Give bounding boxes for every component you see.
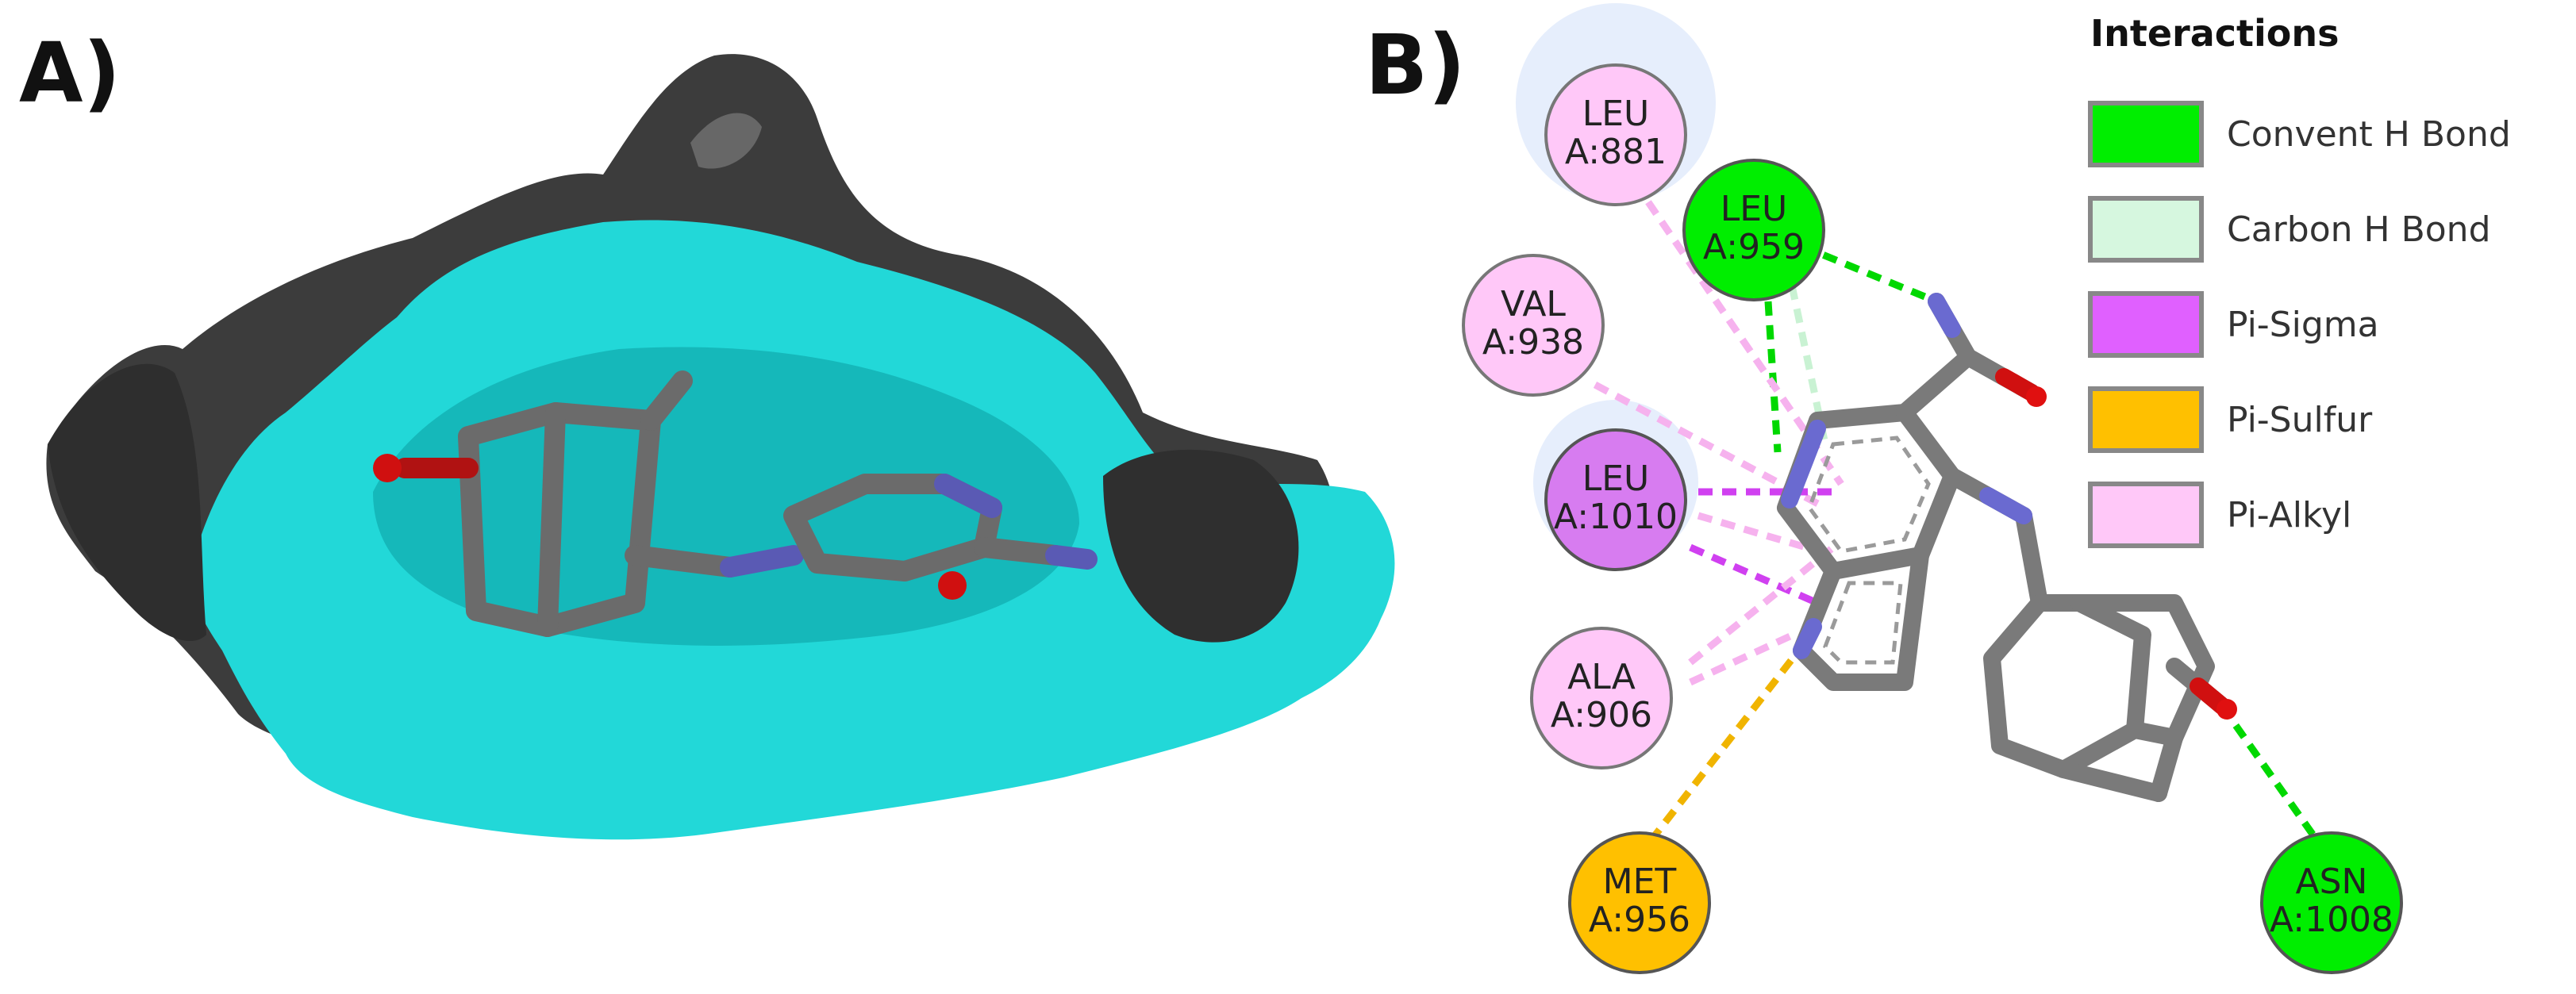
ligand2d-cage-4: [2150, 729, 2183, 802]
residue-node-met956: [1568, 831, 1711, 974]
ligand2d-o-amide: [1995, 368, 2040, 401]
pi-alkyl-leu881: [1632, 180, 1844, 486]
ligand2d-n-pyridine: [1781, 420, 1826, 509]
panel-a-label: A): [19, 25, 121, 121]
panel-b-label: B): [1365, 17, 1466, 113]
ligand2d-o-hydroxyl: [2190, 677, 2231, 715]
legend-item-conv: Convent H Bond: [2088, 101, 2511, 167]
residue-node-leu959: [1682, 159, 1825, 301]
legend-label-sulfur: Pi-Sulfur: [2227, 400, 2373, 440]
ligand2d-n-linker: [1979, 487, 2032, 524]
hbond-asn1008: [2219, 704, 2320, 843]
ligand-bond-amide-n: [1045, 545, 1098, 570]
residue-num-leu881: A:881: [1565, 132, 1667, 172]
residue-num-val938: A:938: [1482, 322, 1584, 363]
ligand2d-cage-1: [1983, 594, 2151, 778]
residue-node-ala906: [1530, 627, 1673, 769]
ligand2d-cage-2: [2070, 594, 2215, 746]
ligand-bond-amide: [974, 537, 1066, 566]
residue-name-ala906: ALA: [1567, 657, 1636, 697]
pi-alkyl-ala906-a: [1688, 544, 1836, 666]
residue-name-leu1010: LEU: [1582, 459, 1650, 499]
legend-label-sigma: Pi-Sigma: [2227, 305, 2379, 345]
residue-num-leu959: A:959: [1703, 227, 1805, 267]
legend-label-alkyl: Pi-Alkyl: [2227, 495, 2351, 535]
panel-a: A): [19, 25, 1395, 840]
ligand-bond-ring1-cross: [537, 402, 566, 637]
legend-label-conv: Convent H Bond: [2227, 114, 2511, 155]
legend-label-carb: Carbon H Bond: [2227, 209, 2491, 250]
ligand2d-amide-c: [1896, 348, 1977, 421]
ligand-3d: [394, 370, 1098, 637]
surface-highlight-top: [690, 113, 762, 169]
residue-node-leu1010: [1544, 428, 1687, 571]
ligand-2d-heteroatoms: [1781, 293, 2231, 715]
hbond-leu959-amide: [1800, 242, 1938, 305]
residue-num-asn1008: A:1008: [2270, 900, 2393, 940]
surface-dark-left: [48, 363, 206, 642]
residue-leu1010: LEU A:1010: [1544, 428, 1687, 571]
legend-item-carb: Carbon H Bond: [2088, 196, 2491, 263]
surface-dark-right: [1103, 449, 1299, 643]
residue-node-val938: [1462, 254, 1605, 397]
ligand-oxygen-b: [938, 571, 967, 600]
residue-ala906: ALA A:906: [1530, 627, 1673, 769]
interaction-lines: [1593, 180, 2320, 843]
ligand-oxygen-a: [373, 454, 402, 482]
legend-item-alkyl: Pi-Alkyl: [2088, 482, 2351, 548]
legend-swatch-sulfur: [2088, 386, 2204, 453]
legend-swatch-sigma: [2088, 291, 2204, 358]
residue-asn1008: ASN A:1008: [2260, 831, 2403, 974]
carbon-hbond-leu959: [1788, 285, 1829, 445]
hbond-leu959-ring: [1764, 301, 1782, 453]
panel-b: B): [1365, 3, 2511, 974]
legend-swatch-conv: [2088, 101, 2204, 167]
residue-met956: MET A:956: [1568, 831, 1711, 974]
legend-title: Interactions: [2090, 12, 2340, 55]
ligand2d-cage-3: [2055, 761, 2167, 802]
residue-num-ala906: A:906: [1551, 695, 1652, 735]
residue-name-val938: VAL: [1501, 284, 1566, 324]
ligand2d-o-hydroxyl-atom: [2217, 699, 2237, 720]
ligand2d-n-amide: [1928, 293, 1961, 338]
residue-num-leu1010: A:1010: [1554, 497, 1678, 537]
residue-node-leu881: [1544, 63, 1687, 206]
residue-leu881: LEU A:881: [1544, 63, 1687, 206]
aromatic-pyrrole: [1823, 581, 1903, 665]
ligand-bond-linker: [625, 545, 740, 578]
aromatic-markers: [1807, 436, 1931, 665]
ligand2d-ch2: [2015, 507, 2048, 612]
residue-val938: VAL A:938: [1462, 254, 1605, 397]
residue-leu959: LEU A:959: [1682, 159, 1825, 301]
residue-name-leu881: LEU: [1582, 94, 1650, 134]
pi-alkyl-ala906-b: [1689, 631, 1795, 686]
interaction-legend: Interactions Convent H Bond Carbon H Bon…: [2088, 12, 2511, 548]
legend-swatch-alkyl: [2088, 482, 2204, 548]
residue-node-asn1008: [2260, 831, 2403, 974]
ligand2d-n-pyrrole: [1793, 618, 1822, 659]
pi-sigma-leu1010-b: [1689, 543, 1819, 607]
aromatic-pyridine: [1807, 436, 1931, 554]
ligand-bond-ring2-n: [934, 474, 1002, 518]
residue-num-met956: A:956: [1589, 900, 1690, 940]
legend-item-sulfur: Pi-Sulfur: [2088, 386, 2373, 453]
legend-swatch-carb: [2088, 196, 2204, 263]
legend-item-sigma: Pi-Sigma: [2088, 291, 2379, 358]
residue-name-leu959: LEU: [1721, 189, 1788, 229]
ligand2d-o-amide-atom: [2026, 386, 2047, 407]
ligand-ring-2: [783, 474, 1002, 581]
ligand-bond-n1: [720, 545, 804, 578]
protein-surface: [46, 54, 1395, 840]
pi-sulfur-met956: [1647, 624, 1821, 843]
residue-name-asn1008: ASN: [2296, 862, 2368, 902]
residue-name-met956: MET: [1603, 862, 1677, 902]
ligand-bond-methyl: [640, 370, 693, 431]
